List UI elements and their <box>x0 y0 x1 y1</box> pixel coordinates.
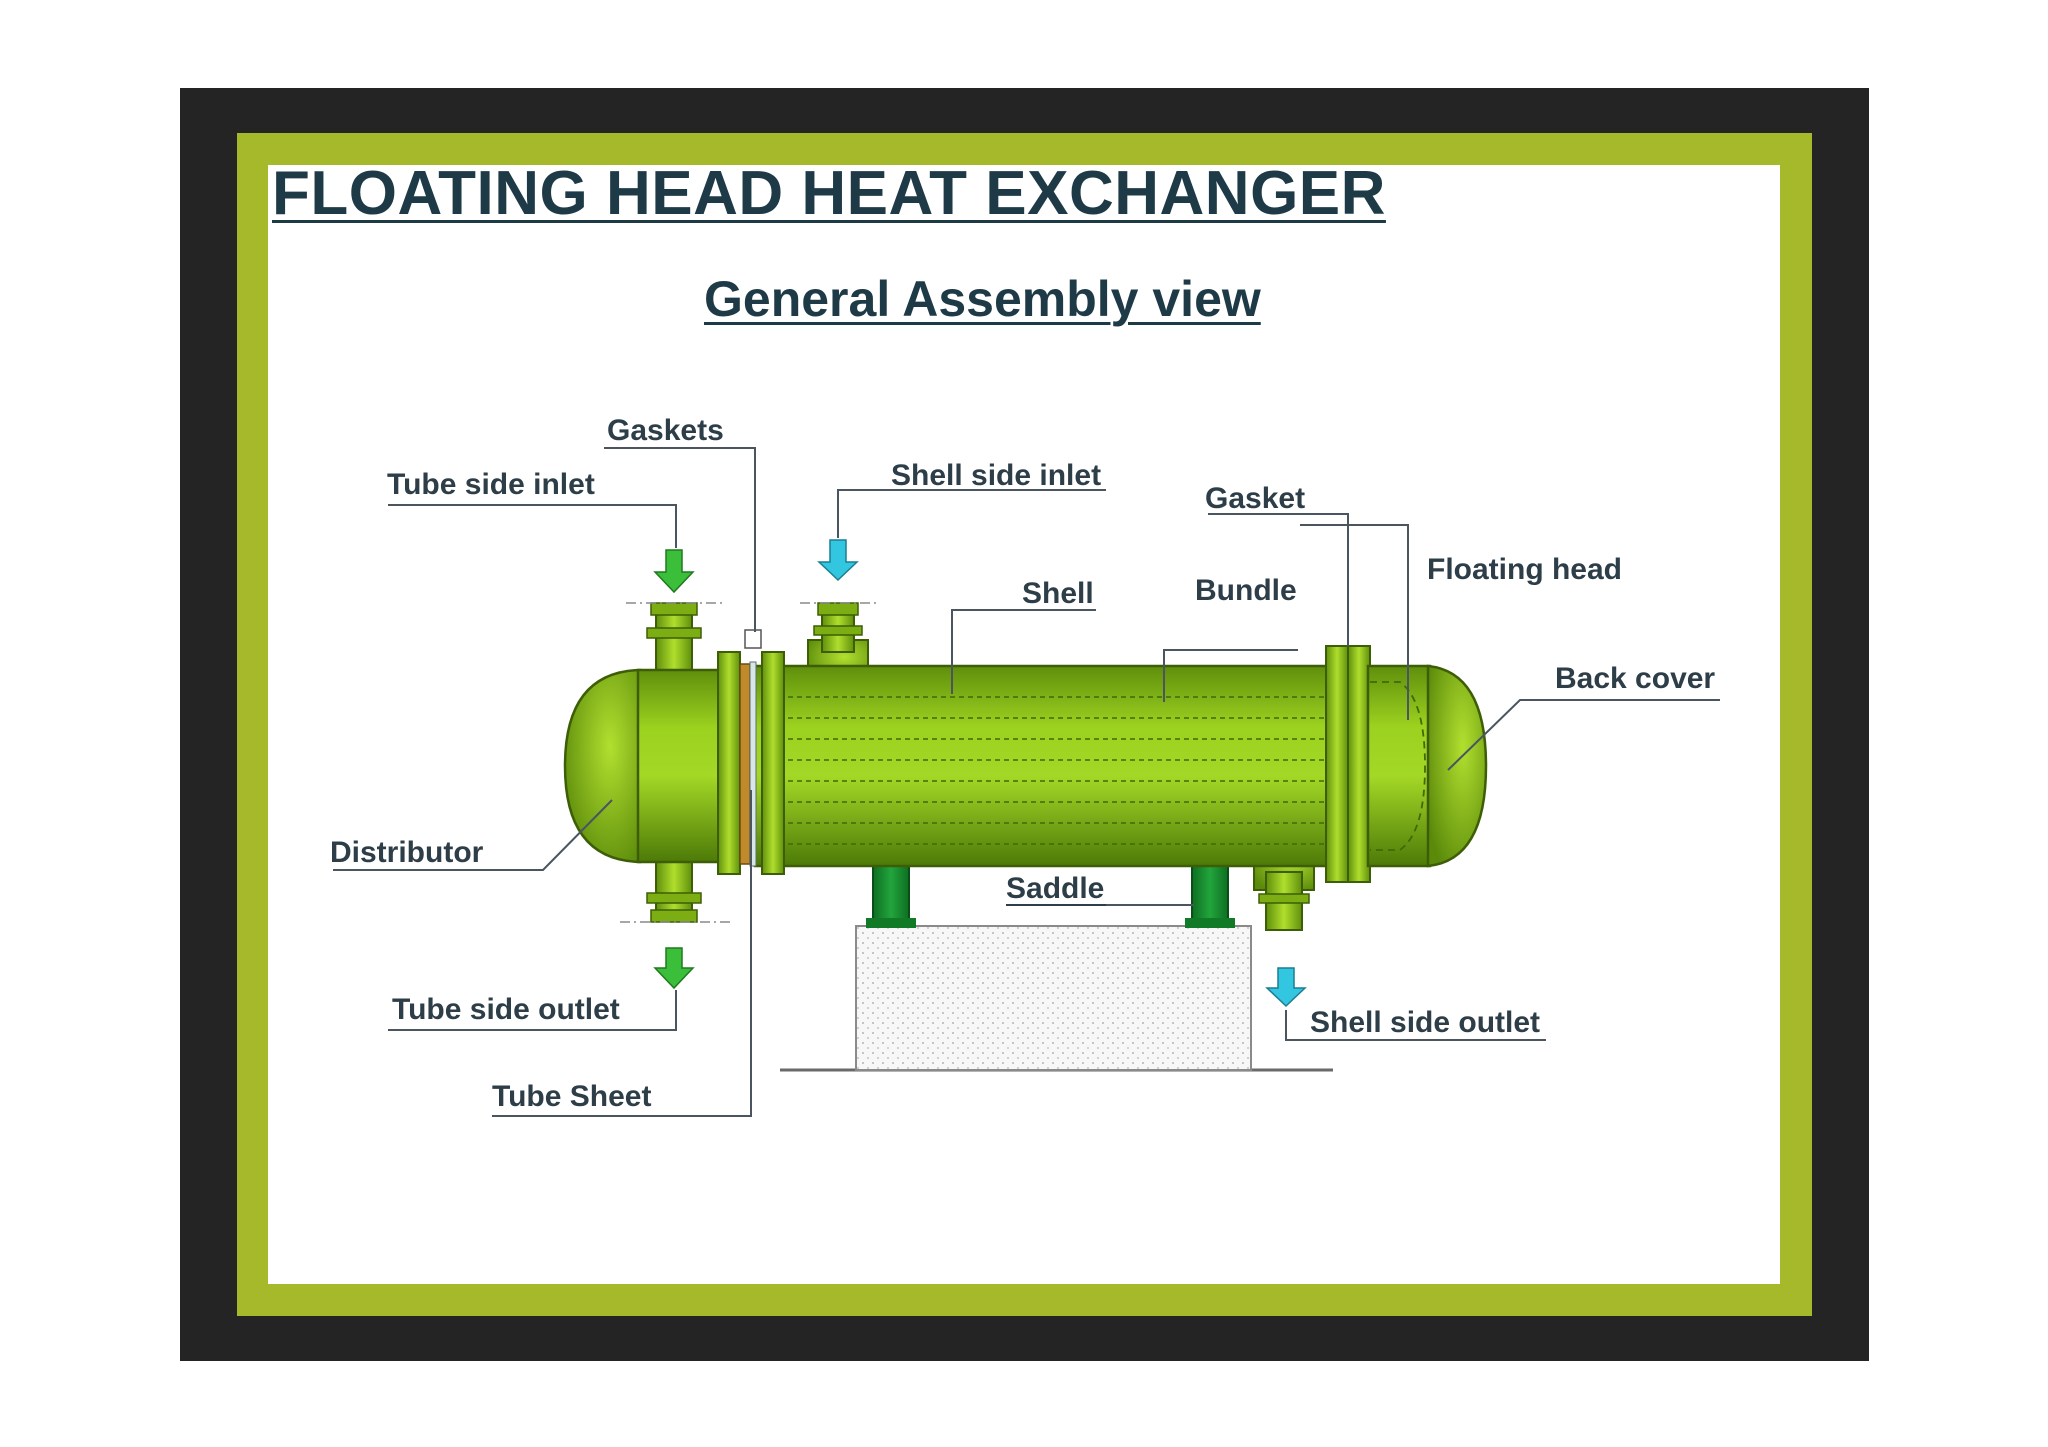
label-gaskets: Gaskets <box>607 414 724 447</box>
nozzle-centerlines <box>620 602 880 923</box>
label-tube-side-inlet: Tube side inlet <box>387 468 595 501</box>
page-title: FLOATING HEAD HEAT EXCHANGER <box>272 159 1386 228</box>
label-tube-side-outlet: Tube side outlet <box>392 993 620 1026</box>
tube-outlet-arrow <box>653 947 695 990</box>
tube-inlet-arrow <box>653 549 695 594</box>
back-flanges <box>1325 645 1371 883</box>
label-shell-side-inlet: Shell side inlet <box>891 459 1101 492</box>
leader-lines <box>333 447 1720 1117</box>
floating-head <box>1370 681 1426 851</box>
distributor <box>563 668 722 864</box>
label-distributor: Distributor <box>330 836 484 869</box>
gasket-marker <box>744 629 762 649</box>
foundation-block <box>855 925 1252 1071</box>
shell-outlet-arrow <box>1265 967 1307 1008</box>
label-shell: Shell <box>1022 577 1094 610</box>
shell-body <box>753 664 1357 868</box>
channel-flanges <box>717 651 785 875</box>
shell-inlet-arrow <box>817 539 859 582</box>
label-tube-sheet: Tube Sheet <box>492 1080 651 1113</box>
label-saddle: Saddle <box>1006 872 1104 905</box>
diagram-subtitle: General Assembly view <box>704 271 1261 327</box>
tube-bundle <box>770 696 1345 845</box>
label-shell-side-outlet: Shell side outlet <box>1310 1006 1540 1039</box>
back-cover <box>1366 664 1488 868</box>
tube-side-outlet-nozzle <box>646 857 702 923</box>
tube-sheet <box>739 663 751 865</box>
tube-side-inlet-nozzle <box>646 602 702 675</box>
label-bundle: Bundle <box>1195 574 1297 607</box>
label-back-cover: Back cover <box>1555 662 1715 695</box>
label-gasket: Gasket <box>1205 482 1305 515</box>
label-floating-head: Floating head <box>1427 553 1622 586</box>
